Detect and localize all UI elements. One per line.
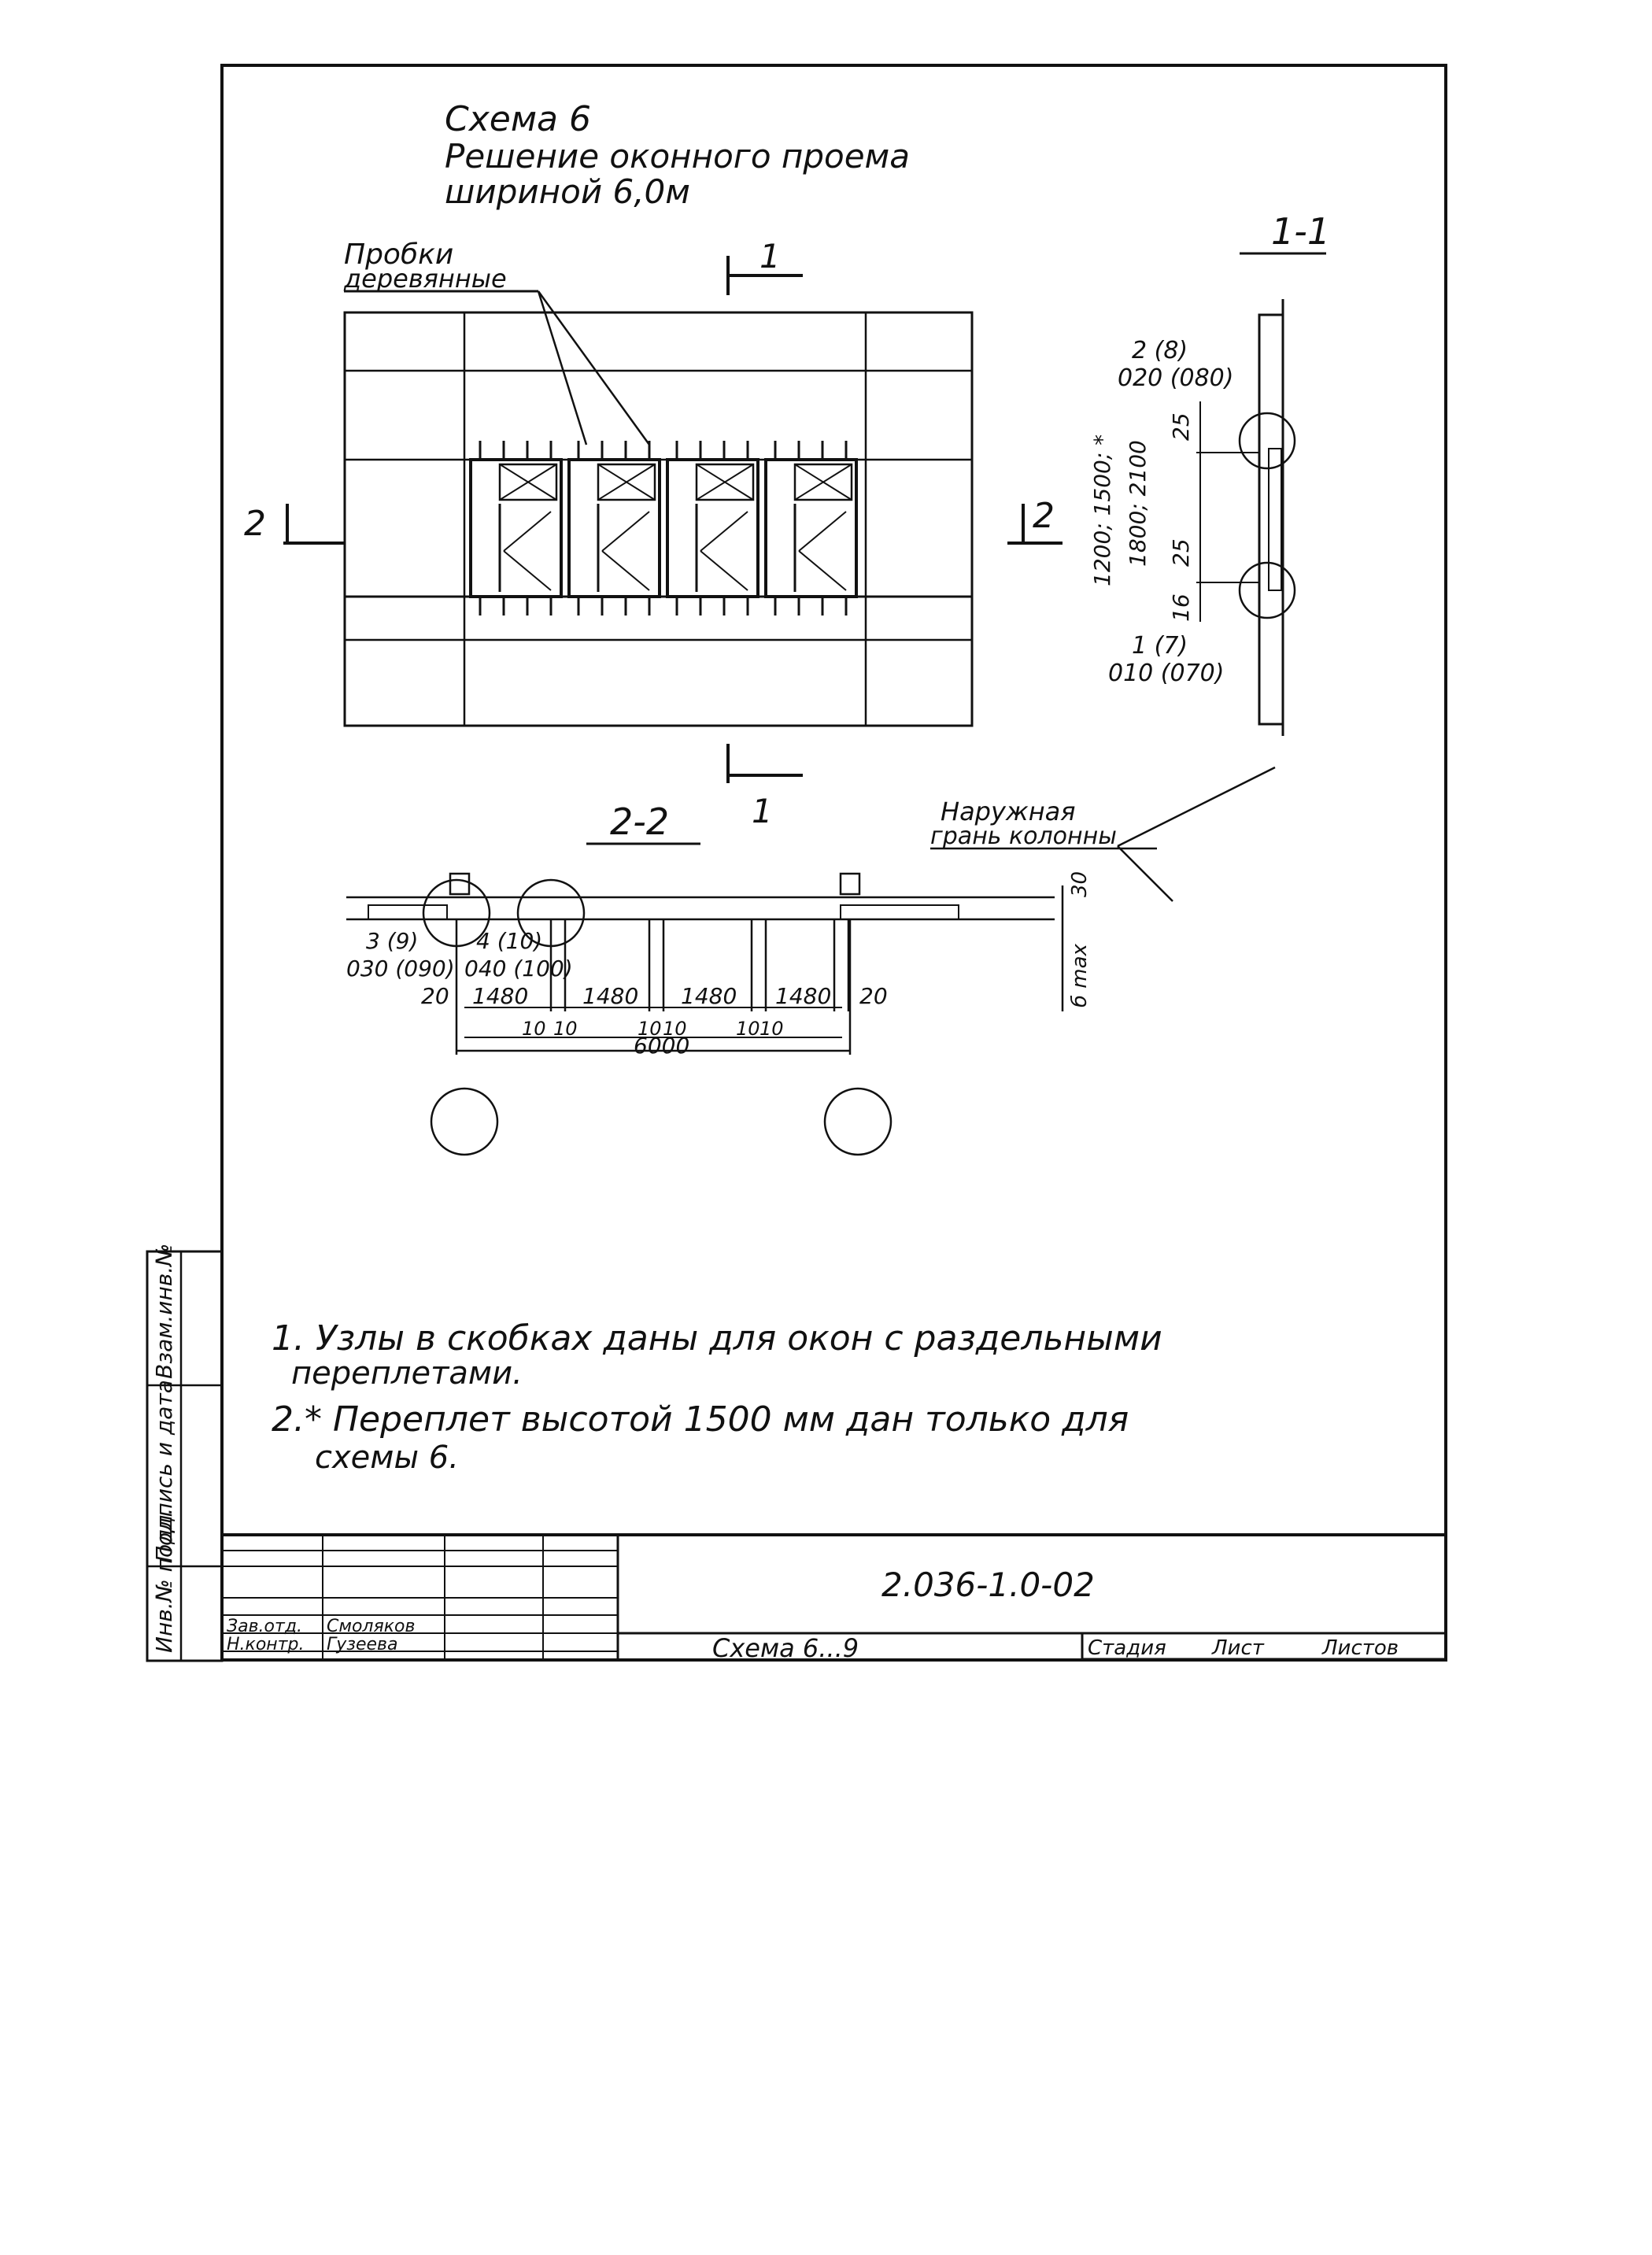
dim-small-6: 10 (759, 1018, 784, 1040)
column-axis-right (823, 1087, 893, 1156)
facade-note-1: Наружная (941, 797, 1076, 826)
header-line-2: Решение оконного проема (445, 137, 910, 176)
dim-16: 16 (1168, 593, 1194, 622)
dim-small-5: 10 (736, 1018, 760, 1040)
section-2-2-title: 2-2 (610, 800, 669, 843)
dim-small-4: 10 (663, 1018, 687, 1040)
dim-25-top: 25 (1168, 412, 1194, 441)
person-role-2: Н.контр. (227, 1635, 304, 1654)
window-elevation: Пробки деревянные (244, 237, 1063, 830)
dim-3: 1480 (582, 983, 638, 1009)
node-4-10: 4 (10) (476, 928, 542, 954)
dim-small-2: 10 (553, 1018, 578, 1040)
section-1-1: 1-1 2 (8) 020 (080) 1 (7) 010 (070) 25 2… (1089, 210, 1330, 736)
note-2-line-2: схемы 6. (315, 1440, 459, 1476)
person-name-1: Смоляков (327, 1617, 415, 1636)
dim-total: 6000 (634, 1033, 689, 1059)
wooden-plugs (479, 441, 848, 616)
stage-label: Стадия (1088, 1636, 1166, 1660)
person-role-1: Зав.отд. (227, 1617, 302, 1636)
dim-5: 1480 (775, 983, 831, 1009)
facade-note-2: грань колонны (930, 823, 1117, 850)
section-1-1-title: 1-1 (1271, 210, 1330, 253)
cut-2-mark-right: 2 (1033, 496, 1055, 536)
cut-2-mark-left: 2 (244, 504, 266, 544)
casement-3 (666, 458, 759, 598)
height-range-2: 1800; 2100 (1125, 440, 1151, 567)
side-stamp: Инв.№ подл. Подпись и дата Взам.инв.№ (146, 1244, 224, 1662)
height-range-1: 1200; 1500; * (1089, 434, 1115, 586)
section-2-2: 2-2 3 (9) 030 (090) 4 (10) 040 (100) 30 … (346, 800, 1092, 1156)
plugs-label-1: Пробки (344, 238, 453, 271)
scheme-header: Схема 6 Решение оконного проема шириной … (445, 99, 910, 211)
dim-small-1: 10 (522, 1018, 546, 1040)
node-1-7: 1 (7) (1132, 632, 1188, 660)
person-name-2: Гузеева (327, 1635, 398, 1654)
node-030-090: 030 (090) (346, 956, 455, 981)
dim-1: 20 (421, 983, 449, 1009)
dim-25-bottom: 25 (1168, 538, 1194, 567)
dim-30: 30 (1068, 871, 1092, 897)
dim-bmax: б max (1068, 943, 1092, 1007)
notes: 1. Узлы в скобках даны для окон с раздел… (272, 1318, 1162, 1476)
node-010-070: 010 (070) (1108, 660, 1224, 687)
sheet-label: Лист (1211, 1636, 1265, 1660)
header-line-1: Схема 6 (445, 99, 591, 139)
node-2-8: 2 (8) (1132, 337, 1188, 364)
note-2-line-1: 2.* Переплет высотой 1500 мм дан только … (272, 1399, 1129, 1440)
dim-2: 1480 (472, 983, 528, 1009)
sheet-frame (220, 64, 1447, 1662)
casement-1 (469, 458, 563, 598)
casement-2 (567, 458, 661, 598)
dim-6: 20 (859, 983, 888, 1009)
doc-code: 2.036-1.0-02 (881, 1566, 1095, 1604)
title-block: 2.036-1.0-02 Схема 6...9 Зав.отд. Смоляк… (222, 1533, 1446, 1663)
plugs-label-2: деревянные (343, 264, 507, 294)
node-3-9: 3 (9) (366, 928, 418, 954)
node-040-100: 040 (100) (464, 956, 573, 981)
cut-1-mark-top: 1 (759, 237, 781, 275)
dim-small-3: 10 (638, 1018, 662, 1040)
side-stamp-inv: Инв.№ подл. (151, 1508, 177, 1653)
sheets-label: Листов (1321, 1636, 1399, 1660)
casement-4 (764, 458, 858, 598)
note-1-line-2: переплетами. (291, 1355, 523, 1392)
side-stamp-replacement: Взам.инв.№ (151, 1244, 177, 1379)
note-1-line-1: 1. Узлы в скобках даны для окон с раздел… (272, 1318, 1162, 1359)
dim-4: 1480 (681, 983, 737, 1009)
title-line-1: Схема 6...9 (712, 1633, 859, 1663)
column-axis-left (430, 1087, 499, 1156)
side-stamp-signature: Подпись и дата (151, 1380, 177, 1562)
node-020-080: 020 (080) (1118, 364, 1233, 392)
cut-1-mark-bottom: 1 (752, 792, 773, 830)
header-line-3: шириной 6,0м (445, 172, 690, 211)
